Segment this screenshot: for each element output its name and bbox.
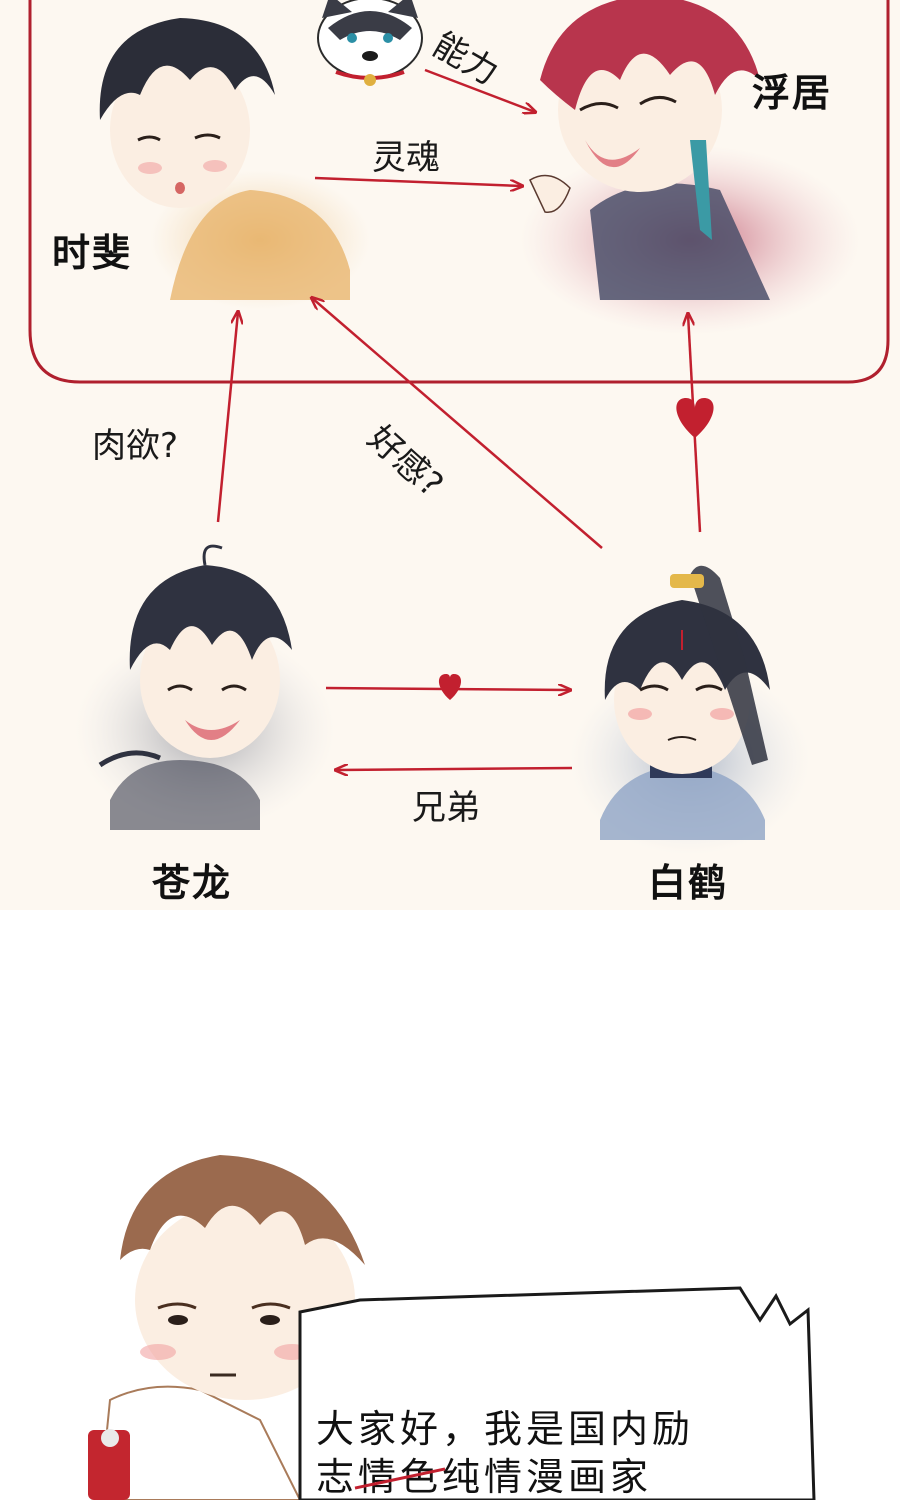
heart-icon xyxy=(676,398,714,438)
arrow-bai-he-to-cang-long xyxy=(336,768,573,770)
character-name-fu-ju: 浮居 xyxy=(752,71,833,115)
speech-struck-word: 情色 xyxy=(358,1455,443,1499)
speech-line-1: 大家好，我是国内励 xyxy=(316,1407,695,1451)
relation-label-lust: 肉欲? xyxy=(92,426,179,466)
heart-icon xyxy=(438,674,462,700)
husky-dog-icon xyxy=(317,0,423,86)
portrait-shi-fei xyxy=(99,18,370,310)
portrait-bai-he xyxy=(570,565,810,855)
relation-frame xyxy=(28,0,890,384)
arrow-shi-fei-to-fu-ju xyxy=(314,176,522,186)
portrait-fu-ju xyxy=(520,0,860,335)
speech-line-2-suffix: 纯情漫画家 xyxy=(442,1455,653,1499)
speech-text: 大家好，我是国内励 志情色纯情漫画家 xyxy=(316,1405,776,1501)
character-name-bai-he: 白鹤 xyxy=(648,861,729,905)
character-name-cang-long: 苍龙 xyxy=(152,861,233,905)
character-name-shi-fei: 时斐 xyxy=(52,231,133,275)
speech-line-2-prefix: 志 xyxy=(316,1455,359,1499)
arrow-dog-to-fu-ju xyxy=(424,68,535,112)
arrows xyxy=(216,68,702,770)
relation-label-soul: 灵魂 xyxy=(372,138,440,178)
speech-bubble xyxy=(298,1286,816,1500)
portrait-cang-long xyxy=(75,544,335,830)
arrow-bai-he-to-shi-fei xyxy=(312,298,603,549)
relation-label-brothers: 兄弟 xyxy=(412,788,480,828)
speech-line-2: 志情色纯情漫画家 xyxy=(316,1453,776,1501)
arrow-cang-long-to-shi-fei xyxy=(216,312,238,523)
